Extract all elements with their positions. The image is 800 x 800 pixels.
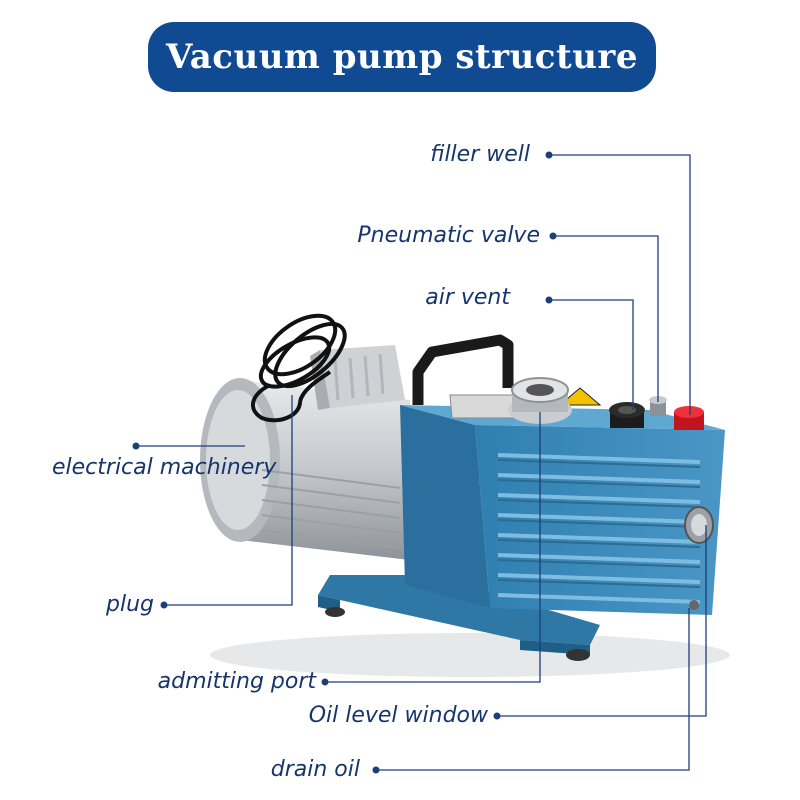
floor-shadow xyxy=(210,633,730,677)
pump-body xyxy=(400,387,725,615)
label-drain-oil: drain oil xyxy=(270,757,360,782)
label-admitting-port: admitting port xyxy=(157,669,316,694)
title-text: Vacuum pump structure xyxy=(166,37,638,77)
label-air-vent: air vent xyxy=(425,285,510,310)
label-oil-level-window: Oil level window xyxy=(308,703,488,728)
leader-dots xyxy=(132,151,557,774)
label-pneumatic-valve: Pneumatic valve xyxy=(357,223,540,248)
base-stand xyxy=(318,575,600,661)
label-filler-well: filler well xyxy=(430,142,530,167)
inlet-port xyxy=(508,377,572,424)
power-cable xyxy=(251,313,347,423)
motor xyxy=(200,345,410,560)
drain-plug xyxy=(689,600,699,610)
title-banner: Vacuum pump structure xyxy=(148,22,656,92)
leader-lines xyxy=(136,154,707,771)
carry-handle xyxy=(412,334,514,405)
label-plug: plug xyxy=(106,592,154,617)
oil-sight-glass xyxy=(684,506,714,544)
label-electrical-machinery: electrical machinery xyxy=(52,455,277,480)
oil-filler-cap xyxy=(674,406,704,430)
exhaust-vent xyxy=(609,402,645,428)
